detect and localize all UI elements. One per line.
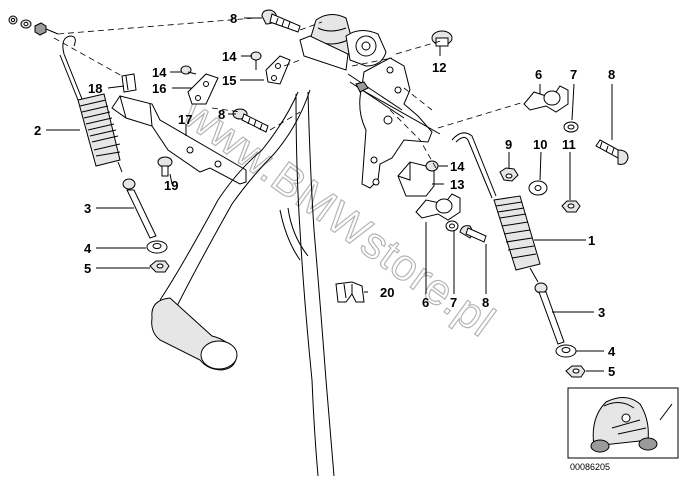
callout-11: 11 [562,137,576,152]
spring-2-left [59,35,123,173]
main-stand [151,14,441,477]
callout-3-right: 3 [598,305,605,320]
callout-8-lower: 8 [482,295,489,310]
callout-5-left: 5 [84,261,91,276]
clip-6-top [523,85,569,113]
nut-5-right [565,365,586,378]
spring-1-right [451,132,541,283]
bracket-16 [187,73,219,105]
hook-nuts-group [8,15,59,36]
reference-lines [53,17,525,169]
screw-14-right [425,160,448,172]
bolt-8-right [595,139,629,165]
callout-17: 17 [178,112,192,127]
screw-14-mid [180,65,197,75]
washer-7-top [563,121,579,133]
plate-15 [265,55,291,85]
callout-9: 9 [505,137,512,152]
washer-7-lower [445,220,459,232]
callout-2: 2 [34,123,41,138]
bolt-8-top [261,9,301,33]
callout-14-top: 14 [222,49,237,64]
cap-12 [431,30,453,47]
bracket-13 [397,161,435,197]
callout-16: 16 [152,81,166,96]
washer-10 [528,180,548,196]
callout-1: 1 [588,233,595,248]
clip-18 [121,73,137,93]
callout-19: 19 [164,178,178,193]
washer-4-left [146,240,168,254]
callout-20: 20 [380,285,394,300]
clip-6-lower [415,193,461,221]
clip-20 [335,281,365,303]
callout-5-right: 5 [608,364,615,379]
callout-14-mid: 14 [152,65,167,80]
callout-7-top: 7 [570,67,577,82]
callouts: 8 12 14 14 15 16 8 17 18 19 2 3 4 5 20 6… [34,11,616,379]
callout-4-left: 4 [84,241,92,256]
callout-12: 12 [432,60,446,75]
callout-4-right: 4 [608,344,616,359]
callout-3-left: 3 [84,201,91,216]
leader-lines [46,17,613,372]
callout-13: 13 [450,177,464,192]
bolt-3-left [122,178,157,239]
bolt-8-lower [459,225,487,243]
callout-6-top: 6 [535,67,542,82]
image-code: 00086205 [570,462,610,472]
callout-18: 18 [88,81,102,96]
pin-19 [157,156,173,177]
washer-4-right [555,344,577,358]
vehicle-thumbnail [567,387,679,459]
callout-8-mid: 8 [218,107,225,122]
callout-8-right: 8 [608,67,615,82]
callout-7-lower: 7 [450,295,457,310]
bolt-3-right [534,282,565,345]
bracket-17 [111,95,247,185]
callout-14-right: 14 [450,159,465,174]
screw-14-top [250,51,262,70]
callout-8-top: 8 [230,11,237,26]
callout-6-lower: 6 [422,295,429,310]
nut-11 [561,200,581,213]
nut-5-left [149,260,170,273]
callout-10: 10 [533,137,547,152]
callout-15: 15 [222,73,236,88]
nut-9 [499,167,519,182]
